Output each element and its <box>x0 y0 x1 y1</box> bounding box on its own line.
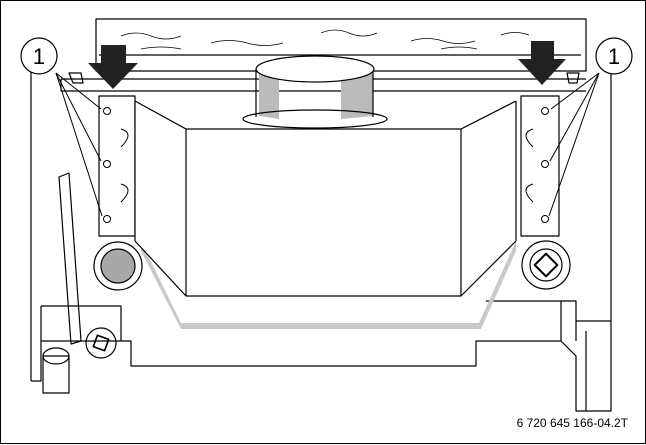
left-plug-inner <box>100 248 136 284</box>
figure-code: 6 720 645 166-04.2T <box>516 416 628 430</box>
mounting-bracket <box>95 18 587 72</box>
right-plug-outer <box>521 240 571 290</box>
right-bracket-hook <box>566 72 580 84</box>
left-plug-outer <box>93 241 143 291</box>
flue-collar-shade <box>259 73 279 119</box>
burner-hood <box>134 100 517 297</box>
housing-outline <box>30 71 612 412</box>
pipe-stub <box>42 355 70 394</box>
left-vertical-panel <box>58 172 82 345</box>
flue-collar-base <box>242 109 388 129</box>
callout-label-right: 1 <box>608 44 620 69</box>
flue-collar-shade-right <box>341 73 373 119</box>
flue-collar <box>255 69 374 117</box>
callout-label-left: 1 <box>33 44 45 69</box>
flue-collar-top <box>255 55 375 83</box>
left-down-arrow <box>88 45 138 89</box>
right-plug-inner <box>529 248 563 282</box>
hood-shadow <box>141 241 516 329</box>
left-valve-square <box>92 334 110 352</box>
right-side-plate <box>520 95 560 237</box>
lower-right-body <box>486 300 611 341</box>
insulation-texture <box>120 29 530 50</box>
left-bracket-hook <box>68 72 84 84</box>
callout-circle-left <box>20 37 58 75</box>
callout-circle-right <box>595 37 633 75</box>
right-down-arrow <box>518 41 566 85</box>
pipe-stub-end <box>42 347 70 365</box>
leader-lines <box>55 72 600 217</box>
plate-tabs <box>120 128 534 203</box>
left-valve-outer <box>85 327 117 359</box>
lower-left-body <box>40 305 122 341</box>
screw-holes <box>103 107 549 223</box>
right-plug-square <box>533 252 559 278</box>
